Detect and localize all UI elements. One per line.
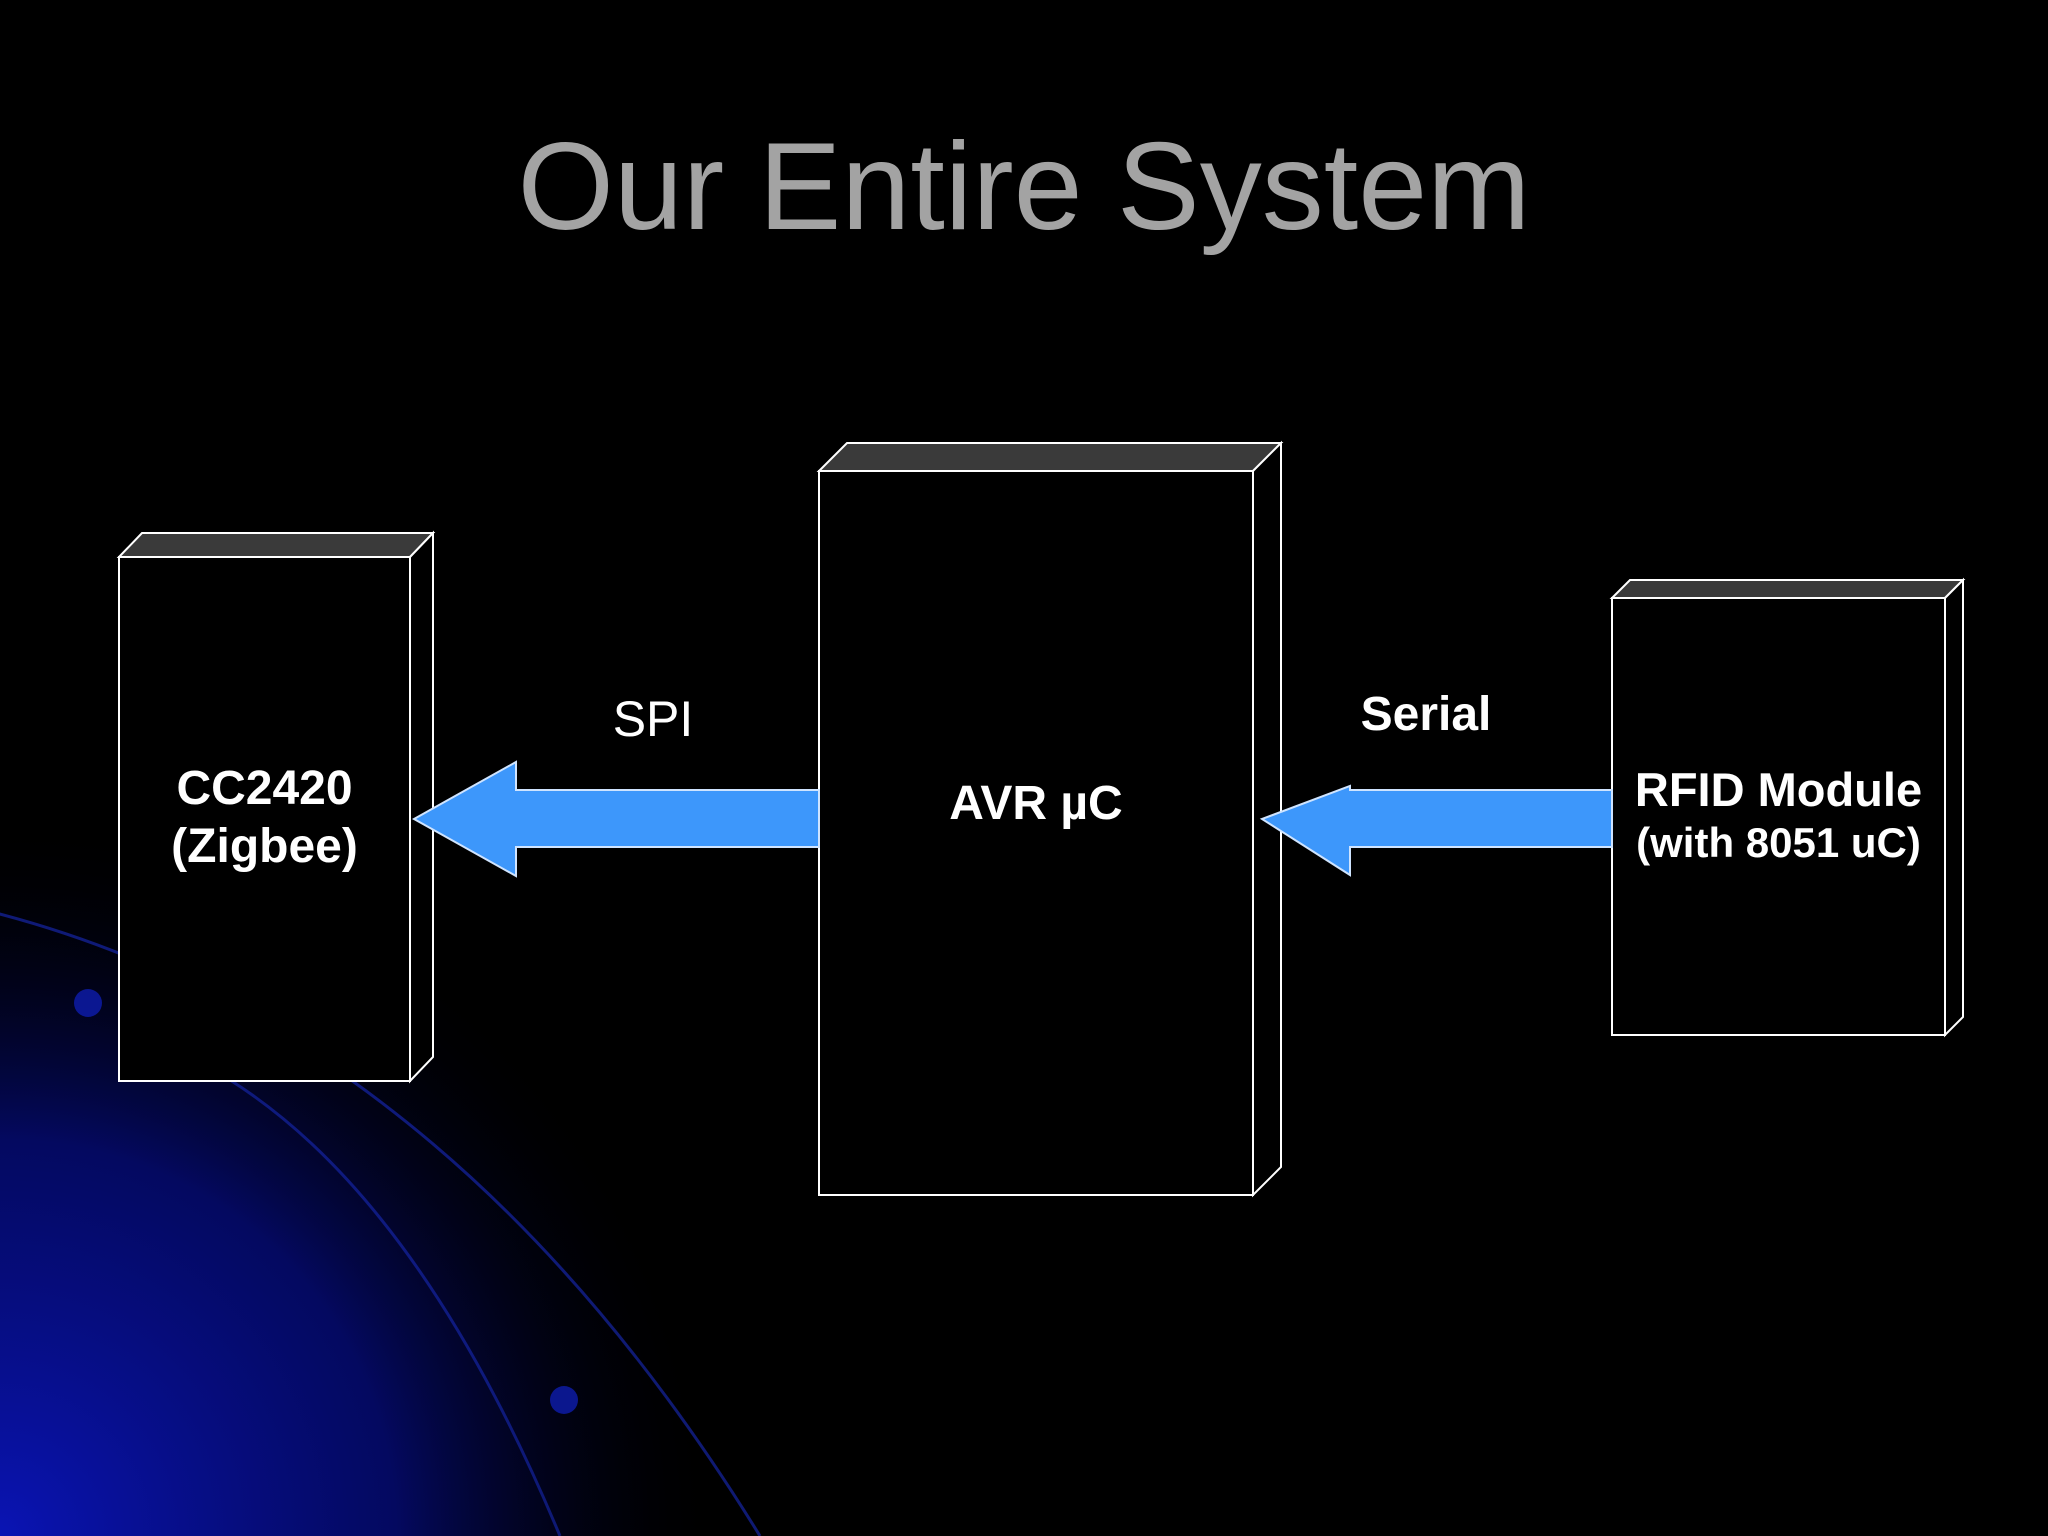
rfid-block-front	[1611, 597, 1946, 1036]
serial-label: Serial	[1360, 688, 1492, 741]
zigbee-protocol-name: (Zigbee)	[171, 819, 358, 873]
avr-block	[816, 440, 1284, 1198]
avr-block-front	[818, 470, 1254, 1196]
zigbee-block-label: CC2420 (Zigbee)	[119, 760, 410, 875]
rfid-block-top	[1609, 579, 1966, 599]
spi-arrow	[411, 760, 820, 878]
avr-name: AVR µC	[949, 777, 1123, 830]
zigbee-block-top	[116, 532, 436, 558]
rfid-controller-note: (with 8051 uC)	[1636, 819, 1921, 867]
zigbee-chip-name: CC2420	[176, 762, 353, 815]
slide-title: Our Entire System	[517, 118, 1531, 256]
spi-label: SPI	[612, 691, 694, 747]
avr-block-label: AVR µC	[819, 775, 1253, 833]
rfid-module-name: RFID Module	[1634, 763, 1923, 816]
rfid-block	[1609, 577, 1966, 1038]
avr-block-top	[816, 442, 1284, 472]
zigbee-block	[116, 530, 436, 1084]
zigbee-block-side	[409, 530, 434, 1084]
zigbee-block-front	[118, 556, 411, 1082]
serial-arrow	[1259, 784, 1613, 877]
rfid-block-label: RFID Module (with 8051 uC)	[1605, 762, 1952, 869]
